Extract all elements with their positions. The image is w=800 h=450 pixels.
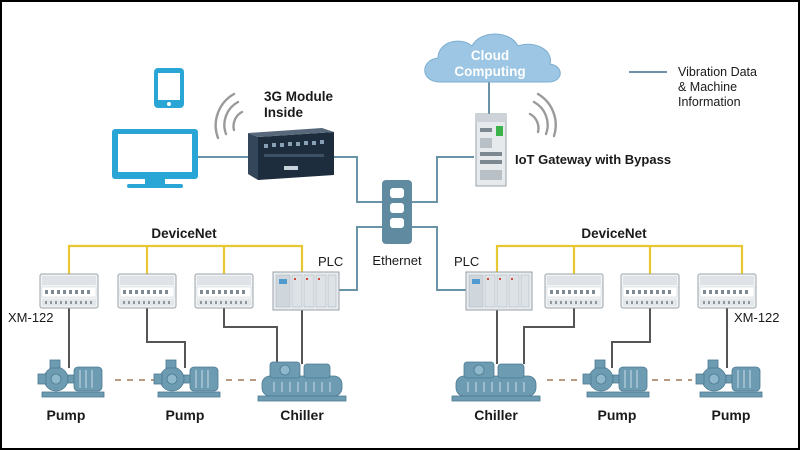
monitor-icon bbox=[112, 129, 198, 188]
cloud-label-line1: Cloud bbox=[471, 48, 509, 63]
chiller-label-right: Chiller bbox=[474, 407, 518, 423]
pump-label-4: Pump bbox=[712, 407, 751, 423]
module-label-line1: 3G Module bbox=[264, 89, 333, 104]
iot-gateway-icon bbox=[475, 113, 507, 187]
xm-122-module-right-1 bbox=[544, 273, 604, 309]
xm-122-module-left-3 bbox=[194, 273, 254, 309]
cloud-label-line2: Computing bbox=[454, 64, 525, 79]
chiller-label-left: Chiller bbox=[280, 407, 324, 423]
gateway-wifi-signal-icon bbox=[528, 92, 557, 138]
wifi-signal-icon bbox=[214, 92, 244, 140]
pump-icon-2 bbox=[153, 359, 221, 398]
3g-module-icon bbox=[248, 128, 334, 180]
pump-label-2: Pump bbox=[166, 407, 205, 423]
pump-label-1: Pump bbox=[47, 407, 86, 423]
gateway-label: IoT Gateway with Bypass bbox=[515, 152, 671, 167]
legend-text-line2: & Machine bbox=[678, 80, 737, 94]
xm-122-module-right-2 bbox=[620, 273, 680, 309]
ethernet-label: Ethernet bbox=[372, 253, 422, 268]
devicenet-label-left: DeviceNet bbox=[151, 226, 217, 241]
plc-label-left: PLC bbox=[318, 254, 343, 269]
chiller-icon-right bbox=[451, 361, 541, 402]
cloud-icon bbox=[424, 33, 561, 83]
xm-122-module-left-1 bbox=[39, 273, 99, 309]
devicenet-label-right: DeviceNet bbox=[581, 226, 647, 241]
plc-icon-left bbox=[272, 271, 340, 311]
xm-122-label-left: XM-122 bbox=[8, 310, 54, 325]
pump-icon-1 bbox=[37, 359, 105, 398]
smartphone-icon bbox=[154, 68, 184, 108]
plc-label-right: PLC bbox=[454, 254, 479, 269]
chiller-icon-left bbox=[257, 361, 347, 402]
xm-122-module-right-3 bbox=[697, 273, 757, 309]
module-label-line2: Inside bbox=[264, 105, 304, 120]
pump-icon-3 bbox=[582, 359, 650, 398]
xm-122-module-left-2 bbox=[117, 273, 177, 309]
pump-label-3: Pump bbox=[598, 407, 637, 423]
legend-text-line1: Vibration Data bbox=[678, 65, 757, 79]
pump-icon-4 bbox=[695, 359, 763, 398]
plc-icon-right bbox=[465, 271, 533, 311]
xm-122-label-right: XM-122 bbox=[734, 310, 780, 325]
ethernet-switch-icon bbox=[382, 180, 412, 244]
legend-text-line3: Information bbox=[678, 95, 741, 109]
